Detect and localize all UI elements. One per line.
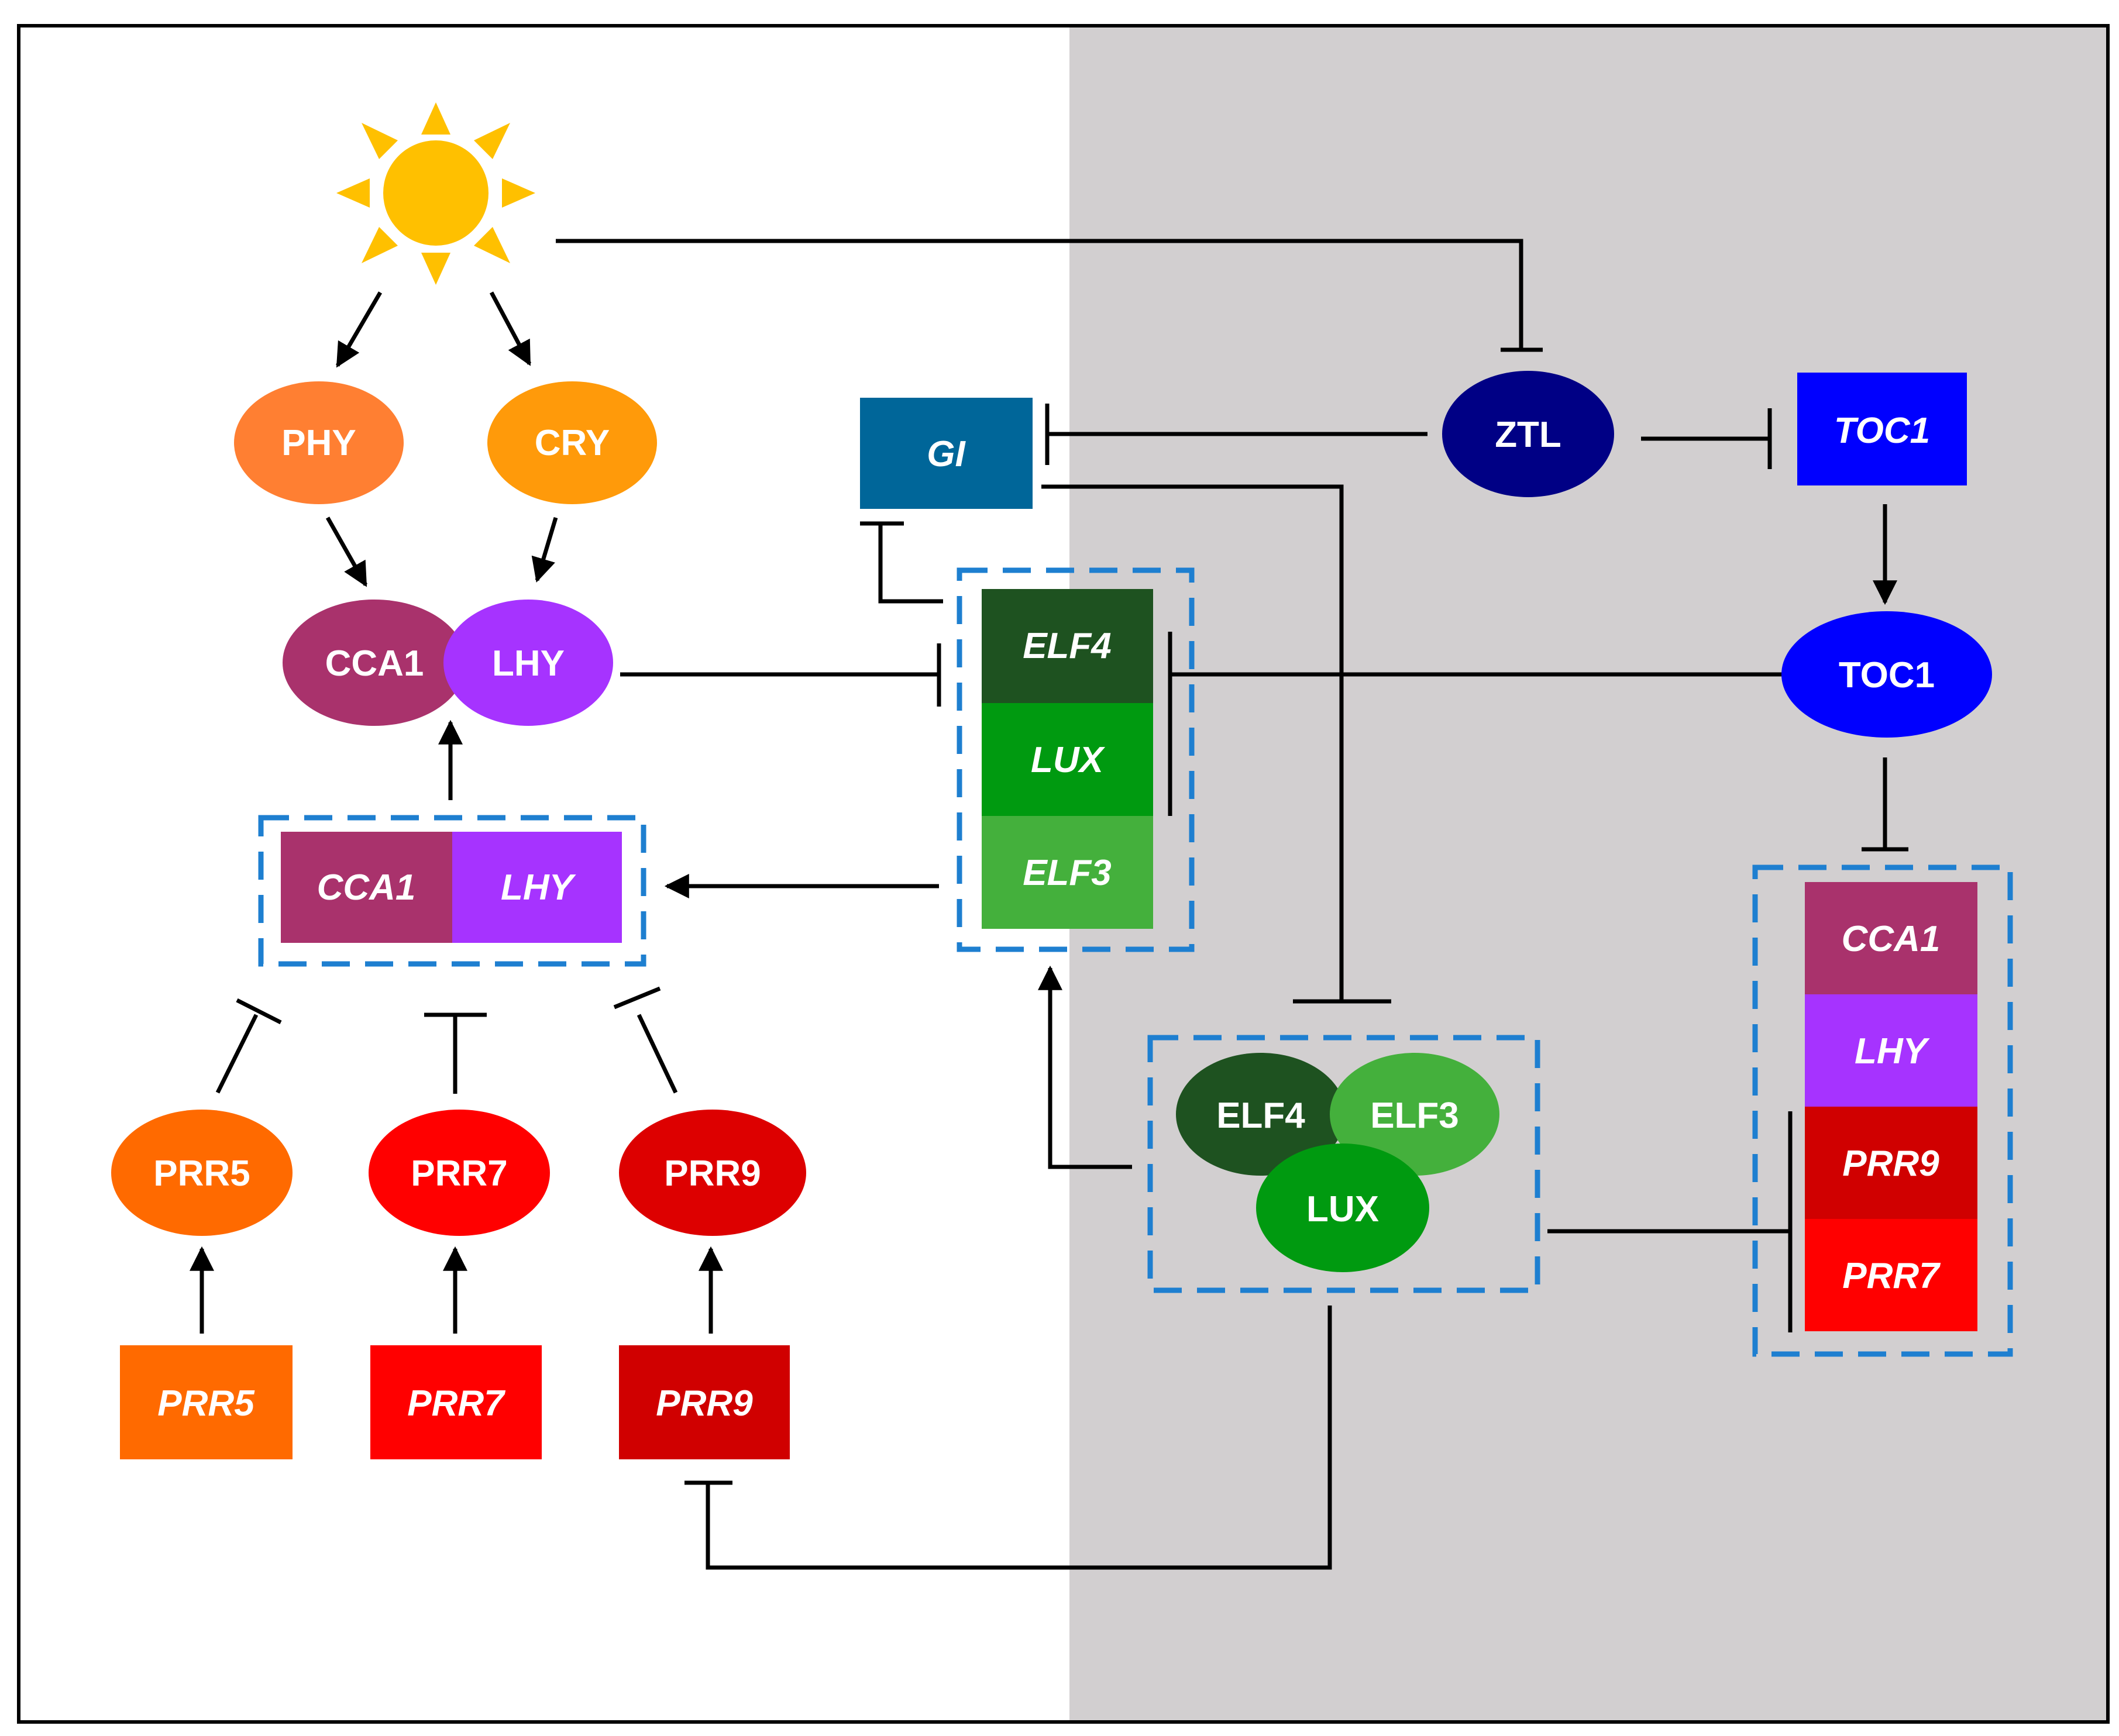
prr7-gene-label: PRR7 <box>407 1383 505 1424</box>
right-gene-box <box>1752 864 2013 1357</box>
prr9-protein-node: PRR9 <box>619 1110 806 1236</box>
ztl-protein-label: ZTL <box>1495 415 1561 455</box>
prr7-gene-node: PRR7 <box>370 1345 542 1459</box>
elf4-gene-label: ELF4 <box>1023 626 1112 666</box>
cca1-lhy-protein-complex: CCA1 LHY <box>283 600 613 726</box>
elf3-gene-label: ELF3 <box>1023 853 1112 893</box>
right-cca1-gene-label: CCA1 <box>1842 919 1941 959</box>
edge-sun-ztl <box>556 239 1523 350</box>
prr5-protein-label: PRR5 <box>153 1153 250 1194</box>
edge-prr9-repress <box>637 1014 678 1094</box>
right-lhy-gene-label: LHY <box>1855 1031 1931 1072</box>
prr7-protein-label: PRR7 <box>411 1153 507 1194</box>
edge-cry-lhy <box>531 516 558 583</box>
night-background <box>1069 26 2107 1721</box>
diagram-frame <box>17 24 2110 1724</box>
toc1-protein-node: TOC1 <box>1781 611 1992 738</box>
prr9-protein-label: PRR9 <box>664 1153 761 1194</box>
prr5-gene-label: PRR5 <box>157 1383 255 1424</box>
edge-gi-ec <box>1041 484 1344 1001</box>
edge-prr9-bar <box>613 986 661 1010</box>
prr5-gene-node: PRR5 <box>120 1345 293 1459</box>
lhy-gene-label: LHY <box>501 867 577 908</box>
prr7-protein-node: PRR7 <box>369 1110 550 1236</box>
toc1-gene-node: TOC1 <box>1797 373 1967 485</box>
edge-phy-cca1 <box>325 516 368 587</box>
ec-elf4-label: ELF4 <box>1216 1096 1305 1136</box>
evening-complex: ELF4 ELF3 LUX <box>1176 1053 1499 1272</box>
elf-gene-stack: ELF4 LUX ELF3 <box>982 589 1153 929</box>
right-prr7-gene-label: PRR7 <box>1842 1256 1941 1296</box>
cca1-gene-label: CCA1 <box>317 867 416 908</box>
right-prr9-gene-label: PRR9 <box>1842 1143 1939 1184</box>
phy-node: PHY <box>234 381 404 504</box>
edge-prr5-bar <box>236 998 282 1025</box>
prr9-gene-label: PRR9 <box>656 1383 753 1424</box>
edge-elf-gi <box>878 523 943 604</box>
cca1-lhy-gene-box <box>258 815 646 967</box>
ec-lux-label: LUX <box>1306 1189 1379 1229</box>
edge-sun-cry <box>489 291 532 366</box>
toc1-gene-label: TOC1 <box>1834 411 1930 451</box>
cca1-protein-label: CCA1 <box>325 643 424 684</box>
prr5-protein-node: PRR5 <box>111 1110 293 1236</box>
cry-node: CRY <box>487 381 657 504</box>
dashed-boxes <box>258 567 2013 1357</box>
evening-complex-box <box>1147 1035 1540 1293</box>
edges <box>190 239 1908 1570</box>
sun-icon <box>336 102 535 285</box>
prr9-gene-node: PRR9 <box>619 1345 790 1459</box>
lux-gene-label: LUX <box>1031 740 1106 780</box>
cry-label: CRY <box>535 423 610 463</box>
cca1-lhy-gene-block: CCA1 LHY <box>281 832 622 943</box>
gi-gene-label: GI <box>927 434 966 474</box>
lhy-protein-label: LHY <box>492 643 565 684</box>
ec-elf3-label: ELF3 <box>1370 1096 1459 1136</box>
gi-gene-node: GI <box>860 398 1033 509</box>
edge-ec-prr9gene <box>706 1306 1332 1570</box>
right-gene-stack: CCA1 LHY PRR9 PRR7 <box>1805 882 1977 1331</box>
phy-label: PHY <box>281 423 356 463</box>
edge-ec-elf <box>1038 965 1132 1169</box>
edge-prr5-repress <box>215 1014 259 1094</box>
edge-sun-phy <box>335 291 383 368</box>
ztl-protein-node: ZTL <box>1442 371 1614 497</box>
toc1-protein-label: TOC1 <box>1839 655 1935 695</box>
